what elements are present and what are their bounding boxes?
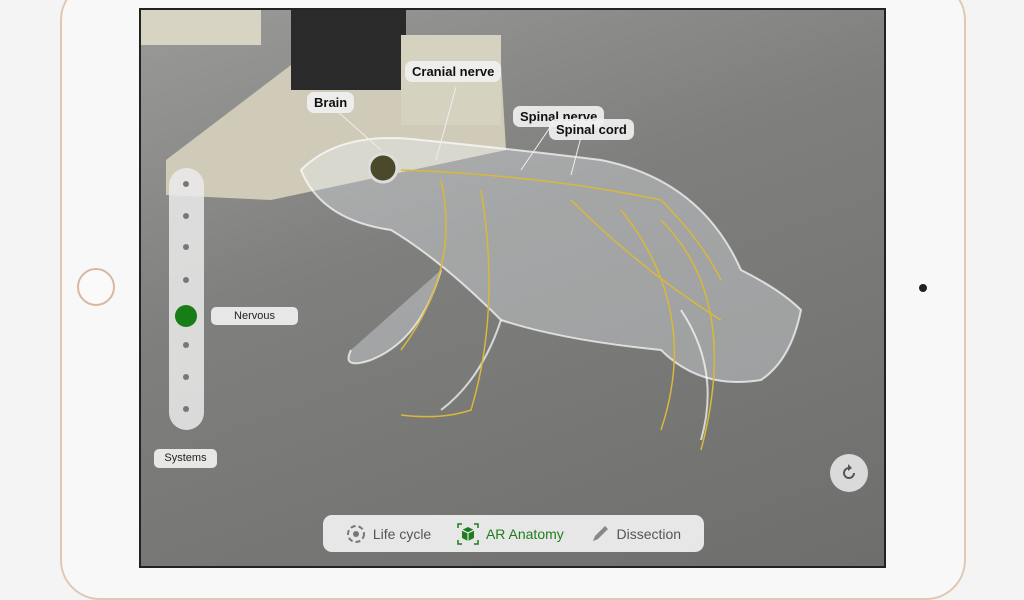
tab-dissection[interactable]: Dissection (590, 524, 682, 544)
life-cycle-icon (346, 524, 365, 543)
label-cranial-nerve[interactable]: Cranial nerve (405, 61, 502, 82)
slider-stop[interactable] (183, 181, 189, 187)
slider-stop[interactable] (183, 406, 189, 412)
slider-stop[interactable] (183, 374, 189, 380)
tab-ar-anatomy[interactable]: AR Anatomy (457, 522, 564, 545)
slider-stop[interactable] (183, 244, 189, 250)
ar-cube-icon (457, 522, 479, 545)
microscope (141, 10, 506, 200)
frog-model (299, 137, 803, 441)
rotate-icon (843, 464, 855, 479)
tab-label: Dissection (616, 525, 682, 542)
camera-icon (919, 284, 927, 292)
ar-scene (141, 10, 803, 451)
label-brain[interactable]: Brain (307, 92, 355, 113)
slider-stop[interactable] (183, 342, 189, 348)
tab-life-cycle[interactable]: Life cycle (346, 524, 431, 544)
tab-label: AR Anatomy (485, 525, 564, 542)
systems-button[interactable]: Systems (154, 449, 217, 468)
label-spinal-cord[interactable]: Spinal cord (549, 119, 634, 140)
slider-stop[interactable] (183, 213, 189, 219)
nerves (400, 169, 722, 451)
reset-button[interactable] (830, 454, 868, 492)
tab-label: Life cycle (372, 525, 432, 542)
home-button[interactable] (77, 268, 115, 306)
mode-tab-bar: Life cycle AR Anatomy Dissection (323, 515, 704, 552)
selected-system-label: Nervous (211, 307, 298, 325)
systems-slider[interactable] (169, 168, 204, 430)
pencil-icon (592, 525, 608, 541)
ar-viewport[interactable]: Brain Cranial nerve Spinal nerve Spinal … (139, 8, 886, 568)
slider-thumb[interactable] (175, 305, 197, 327)
frog-eye (367, 152, 399, 184)
slider-stop[interactable] (183, 277, 189, 283)
